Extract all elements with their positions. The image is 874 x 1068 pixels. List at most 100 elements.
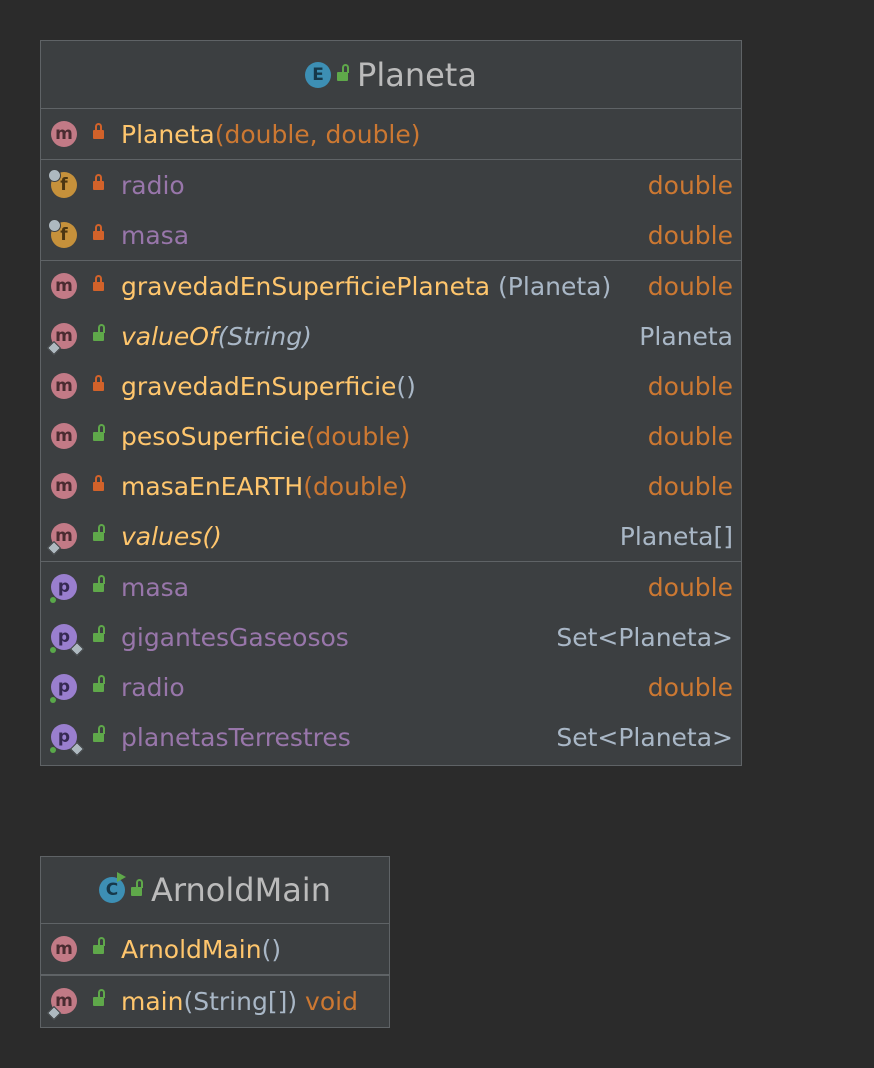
- methods-section: m gravedadEnSuperficiePlaneta (Planeta) …: [41, 261, 741, 562]
- constructor-params: (): [261, 934, 282, 964]
- method-icon: m: [51, 423, 79, 451]
- method-name: values: [121, 521, 203, 551]
- method-icon: m: [51, 473, 79, 501]
- class-header-arnoldmain: C ArnoldMain: [41, 857, 389, 924]
- method-params: (double): [305, 421, 411, 451]
- field-name: masa: [121, 220, 190, 250]
- private-lock-icon: [93, 224, 104, 242]
- property-name: radio: [121, 672, 185, 702]
- property-row[interactable]: p gigantesGaseosos Set<Planeta>: [41, 612, 741, 662]
- method-name: masaEnEARTH: [121, 471, 304, 501]
- methods-section: m main(String[]) void: [41, 975, 389, 1026]
- static-property-icon: p: [50, 724, 85, 757]
- static-method-icon: m: [46, 988, 79, 1021]
- private-lock-icon: [93, 375, 104, 393]
- public-lock-icon: [337, 63, 350, 83]
- public-lock-icon: [93, 424, 105, 443]
- constructor-signature: Planeta(double, double): [121, 120, 421, 149]
- field-icon: f: [48, 169, 79, 200]
- class-title: ArnoldMain: [151, 871, 331, 909]
- static-method-icon: m: [46, 523, 79, 556]
- field-row[interactable]: f masa double: [41, 210, 741, 260]
- method-row[interactable]: m valueOf(String) Planeta: [41, 311, 741, 361]
- property-row[interactable]: p masa double: [41, 562, 741, 612]
- public-lock-icon: [93, 324, 105, 343]
- static-property-icon: p: [50, 624, 85, 657]
- method-icon: m: [51, 273, 79, 301]
- method-name: main: [121, 986, 184, 1016]
- property-type: double: [647, 672, 733, 702]
- method-name: gravedadEnSuperficiePlaneta: [121, 271, 491, 301]
- enum-icon: E: [305, 61, 350, 89]
- private-lock-icon: [93, 475, 104, 493]
- method-signature: gravedadEnSuperficie(): [121, 372, 416, 401]
- method-params: (String): [217, 321, 312, 351]
- method-icon: m: [51, 121, 79, 149]
- field-icon: f: [48, 219, 79, 250]
- method-row[interactable]: m main(String[]) void: [41, 976, 389, 1026]
- private-lock-icon: [93, 123, 104, 141]
- enum-icon-letter: E: [305, 61, 332, 88]
- class-box-planeta[interactable]: E Planeta m Planeta(double, double) f ra…: [40, 40, 742, 766]
- method-signature: gravedadEnSuperficiePlaneta (Planeta): [121, 272, 611, 301]
- constructor-row[interactable]: m ArnoldMain(): [41, 924, 389, 974]
- method-row[interactable]: m gravedadEnSuperficie() double: [41, 361, 741, 411]
- constructor-name: Planeta: [121, 119, 215, 149]
- field-name: radio: [121, 170, 185, 200]
- method-type: Planeta: [639, 321, 733, 351]
- method-row[interactable]: m gravedadEnSuperficiePlaneta (Planeta) …: [41, 261, 741, 311]
- method-row[interactable]: m masaEnEARTH(double) double: [41, 461, 741, 511]
- private-lock-icon: [93, 275, 104, 293]
- method-row[interactable]: m pesoSuperficie(double) double: [41, 411, 741, 461]
- constructors-section: m ArnoldMain(): [41, 924, 389, 975]
- property-type: double: [647, 572, 733, 602]
- constructor-row[interactable]: m Planeta(double, double): [41, 109, 741, 159]
- runnable-arrow-icon: [117, 872, 127, 882]
- method-params: (Planeta): [498, 271, 612, 301]
- constructor-name: ArnoldMain: [121, 934, 262, 964]
- fields-section: f radio double f masa double: [41, 160, 741, 261]
- method-params: (): [202, 521, 222, 551]
- method-icon: m: [51, 373, 79, 401]
- method-signature: values(): [121, 522, 222, 551]
- property-icon: p: [50, 574, 79, 603]
- public-lock-icon: [93, 524, 105, 543]
- method-params: (double): [303, 471, 408, 501]
- property-type: Set<Planeta>: [556, 722, 733, 752]
- method-icon: m: [51, 936, 79, 964]
- property-icon: p: [50, 674, 79, 703]
- properties-section: p masa double p gigantesGaseosos Set<Pla…: [41, 562, 741, 762]
- class-title: Planeta: [357, 55, 477, 94]
- method-type: double: [647, 471, 733, 501]
- method-type: double: [647, 421, 733, 451]
- static-method-icon: m: [46, 323, 79, 356]
- public-lock-icon: [93, 575, 105, 594]
- method-row[interactable]: m values() Planeta[]: [41, 511, 741, 561]
- public-lock-icon: [93, 937, 105, 956]
- constructor-signature: ArnoldMain(): [121, 935, 281, 964]
- method-params: (): [396, 371, 416, 401]
- property-row[interactable]: p planetasTerrestres Set<Planeta>: [41, 712, 741, 762]
- field-type: double: [647, 170, 733, 200]
- property-name: planetasTerrestres: [121, 722, 351, 752]
- property-row[interactable]: p radio double: [41, 662, 741, 712]
- method-signature: valueOf(String): [121, 322, 312, 351]
- constructor-params: (double, double): [214, 119, 421, 149]
- property-name: masa: [121, 572, 190, 602]
- class-box-arnoldmain[interactable]: C ArnoldMain m ArnoldMain() m main(Strin…: [40, 856, 390, 1028]
- property-name: gigantesGaseosos: [121, 622, 349, 652]
- method-type: double: [647, 371, 733, 401]
- method-params: (String[]): [183, 986, 298, 1016]
- public-lock-icon: [93, 989, 105, 1008]
- private-lock-icon: [93, 174, 104, 192]
- constructors-section: m Planeta(double, double): [41, 109, 741, 160]
- property-type: Set<Planeta>: [556, 622, 733, 652]
- public-lock-icon: [131, 879, 144, 898]
- method-signature: pesoSuperficie(double): [121, 422, 410, 451]
- public-lock-icon: [93, 625, 105, 644]
- method-signature: main(String[]) void: [121, 987, 358, 1016]
- method-signature: masaEnEARTH(double): [121, 472, 408, 501]
- field-row[interactable]: f radio double: [41, 160, 741, 210]
- public-lock-icon: [93, 675, 105, 694]
- field-type: double: [647, 220, 733, 250]
